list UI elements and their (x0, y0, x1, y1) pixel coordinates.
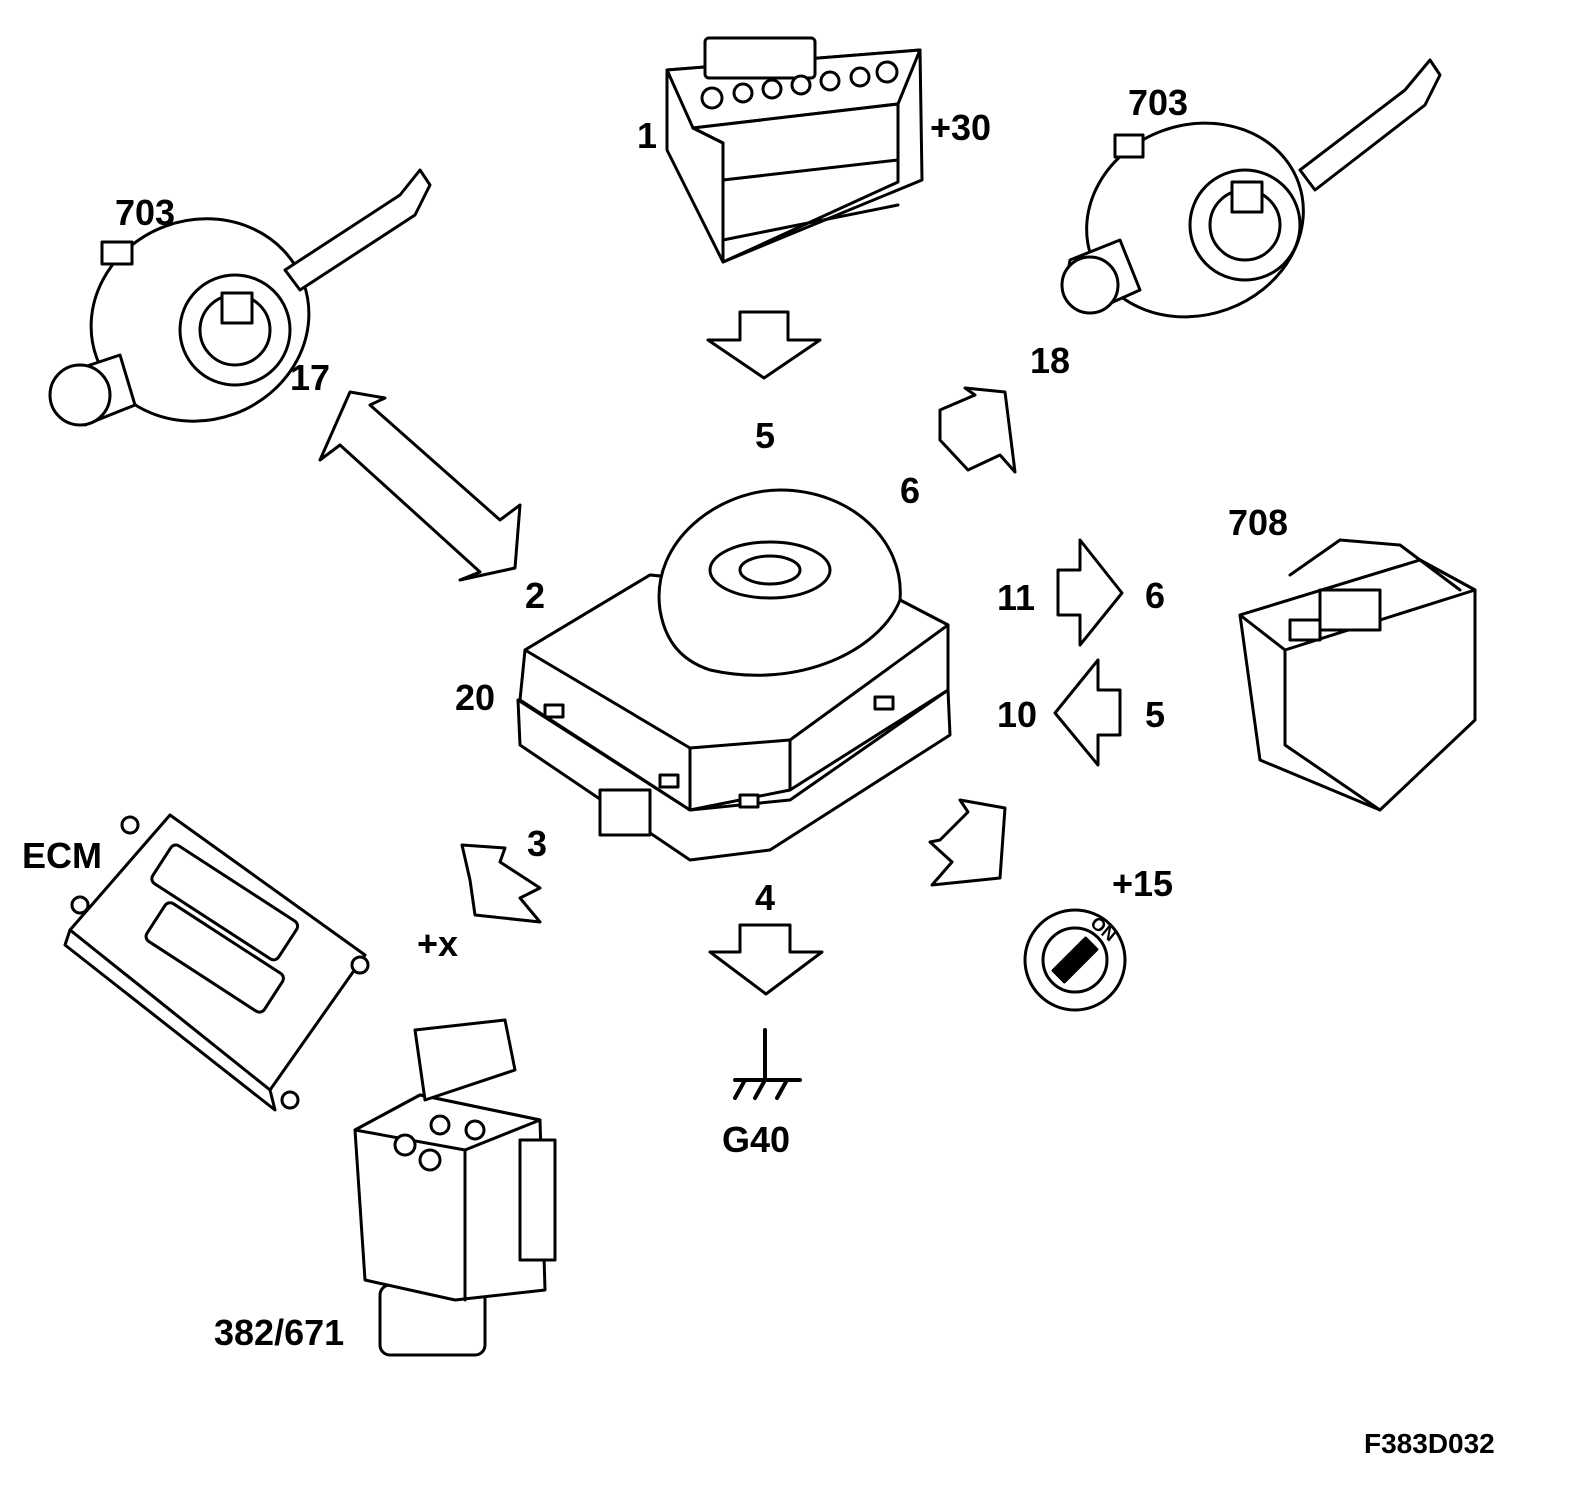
central-electronic-module-icon (518, 490, 950, 860)
arrow-6-right-label: 6 (1145, 575, 1166, 616)
abs-unit-icon (355, 1020, 555, 1355)
steering-column-switch-right-icon (1059, 60, 1440, 347)
arrow-11-label: 11 (997, 577, 1036, 618)
abs-number-label: 382/671 (214, 1312, 345, 1353)
battery-icon (667, 38, 922, 262)
arrow-2-label: 2 (525, 575, 546, 616)
arrow-relay-out-icon (1058, 540, 1122, 645)
battery-number-label: 1 (637, 115, 658, 156)
ecm-icon (65, 815, 368, 1110)
ignition-switch-icon (1025, 910, 1125, 1010)
arrow-ignition-icon (930, 800, 1005, 885)
ground-label: G40 (722, 1119, 791, 1160)
stalk-left-number-label: 703 (115, 192, 176, 233)
arrow-stalk-right-icon (940, 388, 1015, 472)
arrow-relay-in-icon (1055, 660, 1120, 765)
arrow-10-label: 10 (997, 694, 1038, 735)
stalk-right-number-label: 703 (1128, 82, 1189, 123)
figure-id-label: F383D032 (1364, 1428, 1495, 1459)
steering-column-switch-left-icon (50, 170, 430, 452)
relay-module-icon (1240, 540, 1475, 810)
arrow-ecm-icon (462, 845, 540, 922)
relay-number-label: 708 (1228, 502, 1289, 543)
arrow-5-top-label: 5 (755, 415, 776, 456)
ground-symbol-icon (735, 1030, 800, 1098)
supply-x-label: +x (417, 923, 459, 964)
arrow-6-top-label: 6 (900, 470, 921, 511)
arrow-5-right-label: 5 (1145, 694, 1166, 735)
arrow-17-label: 17 (290, 357, 331, 398)
ecm-label: ECM (22, 835, 102, 876)
arrow-battery-down-icon (708, 312, 820, 378)
ignition-terminal-label: +15 (1112, 863, 1174, 904)
arrow-4-label: 4 (755, 877, 776, 918)
arrow-3-label: 3 (527, 823, 548, 864)
module-number-label: 20 (455, 677, 496, 718)
arrow-bidirectional-icon (320, 392, 520, 580)
arrow-18-label: 18 (1030, 340, 1071, 381)
battery-terminal-label: +30 (930, 107, 992, 148)
arrow-ground-down-icon (710, 925, 822, 994)
